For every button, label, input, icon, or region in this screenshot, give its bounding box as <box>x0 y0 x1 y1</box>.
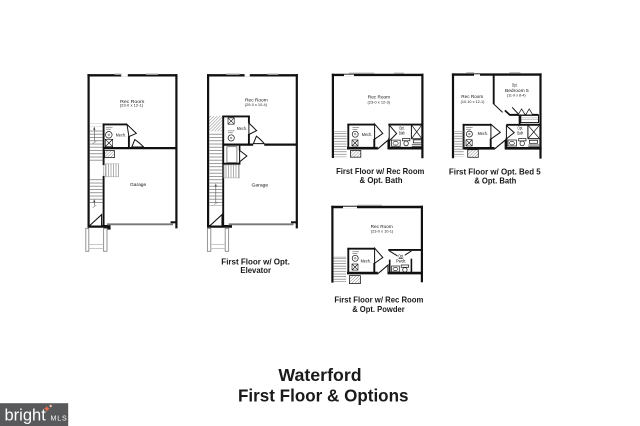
svg-text:Opt.: Opt. <box>512 83 518 88</box>
svg-text:Elevator: Elevator <box>240 266 271 275</box>
svg-text:Rec Room: Rec Room <box>120 99 144 104</box>
svg-text:First Floor w/ Rec Room: First Floor w/ Rec Room <box>334 295 423 304</box>
svg-text:& Opt. Powder: & Opt. Powder <box>352 305 405 314</box>
svg-text:Waterford: Waterford <box>278 365 361 385</box>
svg-text:& Opt. Bath: & Opt. Bath <box>474 176 516 185</box>
svg-text:bright: bright <box>5 406 47 424</box>
svg-text:Rec Room: Rec Room <box>371 224 393 229</box>
svg-text:Rec Room: Rec Room <box>368 95 390 100</box>
svg-text:Mech.: Mech. <box>237 126 247 131</box>
svg-text:Bath: Bath <box>517 131 523 136</box>
svg-text:Garage: Garage <box>130 182 147 187</box>
svg-text:MLS: MLS <box>51 415 68 422</box>
svg-text:Mech.: Mech. <box>116 132 126 137</box>
svg-text:Bath: Bath <box>399 131 405 136</box>
svg-text:Bedroom 5: Bedroom 5 <box>505 88 529 93</box>
svg-text:Rec Room: Rec Room <box>245 98 268 103</box>
svg-text:Pwdr.: Pwdr. <box>396 258 406 263</box>
svg-text:First Floor w/ Opt. Bed 5: First Floor w/ Opt. Bed 5 <box>449 167 541 176</box>
svg-text:Mech.: Mech. <box>362 132 372 137</box>
svg-text:(11-9 x 8-4): (11-9 x 8-4) <box>507 94 526 98</box>
svg-text:First Floor w/ Rec Room: First Floor w/ Rec Room <box>336 167 424 176</box>
svg-text:(23-0 x 10-1): (23-0 x 10-1) <box>371 230 394 234</box>
svg-text:Opt.: Opt. <box>517 125 523 130</box>
svg-text:First Floor w/ Opt.: First Floor w/ Opt. <box>221 257 289 266</box>
svg-text:(23-0 x 12-3): (23-0 x 12-3) <box>368 101 391 105</box>
svg-text:(10-10 x 12-1): (10-10 x 12-1) <box>461 100 486 104</box>
svg-text:Opt.: Opt. <box>398 254 404 259</box>
svg-text:(29-0 x 10-4): (29-0 x 10-4) <box>245 103 268 107</box>
svg-text:Opt.: Opt. <box>399 125 405 130</box>
svg-text:(23-0 x 12-1): (23-0 x 12-1) <box>120 104 144 108</box>
svg-text:Mech.: Mech. <box>478 131 488 136</box>
svg-text:Garage: Garage <box>252 182 269 187</box>
svg-text:& Opt. Bath: & Opt. Bath <box>360 176 403 185</box>
svg-text:First Floor & Options: First Floor & Options <box>238 386 409 406</box>
svg-text:Rec Room: Rec Room <box>461 94 483 99</box>
svg-text:Mech.: Mech. <box>361 258 371 263</box>
